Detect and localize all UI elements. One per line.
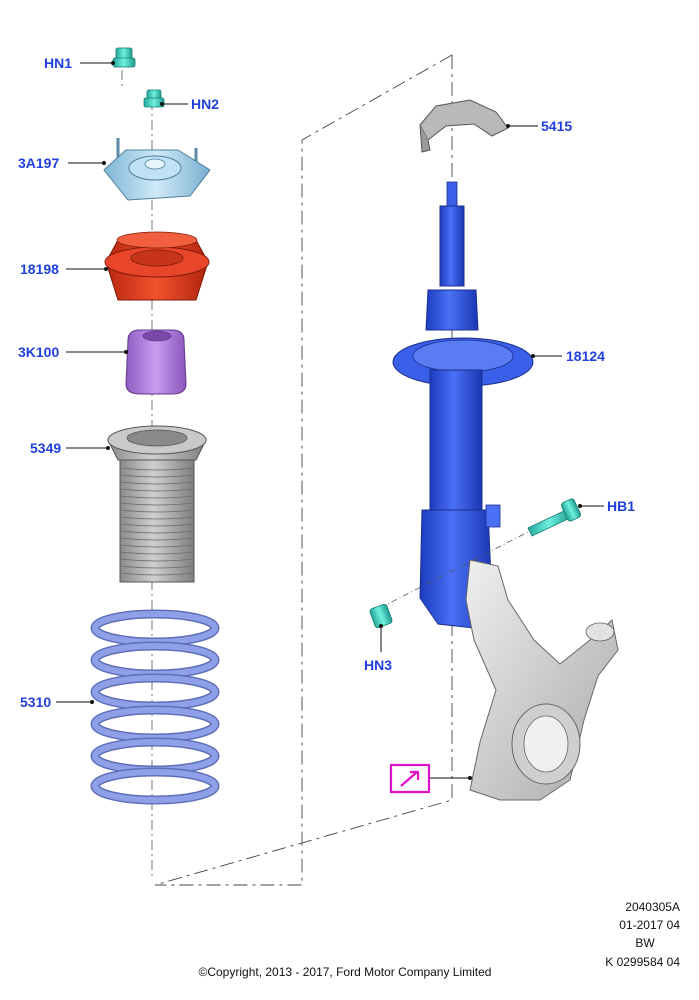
bolt-hb1-part xyxy=(379,498,581,609)
bump-stop-part xyxy=(125,329,187,395)
callout-hn3: HN3 xyxy=(364,657,392,673)
dust-boot-part xyxy=(107,425,207,583)
callout-3a197: 3A197 xyxy=(18,155,59,171)
callout-5310: 5310 xyxy=(20,694,51,710)
reference-line-2: 01-2017 04 xyxy=(619,918,680,932)
upper-spring-seat-part xyxy=(419,99,509,153)
leader-lines xyxy=(56,61,604,780)
strut-assembly-part xyxy=(392,181,534,629)
nut-hn2-part xyxy=(143,89,165,108)
callout-5349: 5349 xyxy=(30,440,61,456)
callout-hn1: HN1 xyxy=(44,55,72,71)
coil-turn-highlight-6 xyxy=(92,769,218,803)
coil-spring-part xyxy=(90,609,220,805)
spring-seat-part xyxy=(104,231,210,301)
nut-hn3-part xyxy=(369,603,393,629)
reference-line-3: BW xyxy=(635,936,655,950)
callout-5415: 5415 xyxy=(541,118,572,134)
steering-knuckle-part xyxy=(465,559,619,801)
callout-18124: 18124 xyxy=(566,348,605,364)
callout-18198: 18198 xyxy=(20,261,59,277)
reference-line-4: K 0299584 04 xyxy=(605,955,680,969)
nut-hn1-part xyxy=(112,47,136,68)
reference-line-1: 2040305A xyxy=(625,900,680,914)
callout-3k100: 3K100 xyxy=(18,344,59,360)
arrow-box-icon xyxy=(389,763,431,794)
callout-hb1: HB1 xyxy=(607,498,635,514)
callout-hn2: HN2 xyxy=(191,96,219,112)
copyright-text: ©Copyright, 2013 - 2017, Ford Motor Comp… xyxy=(199,965,492,979)
top-mount-part xyxy=(103,138,211,201)
